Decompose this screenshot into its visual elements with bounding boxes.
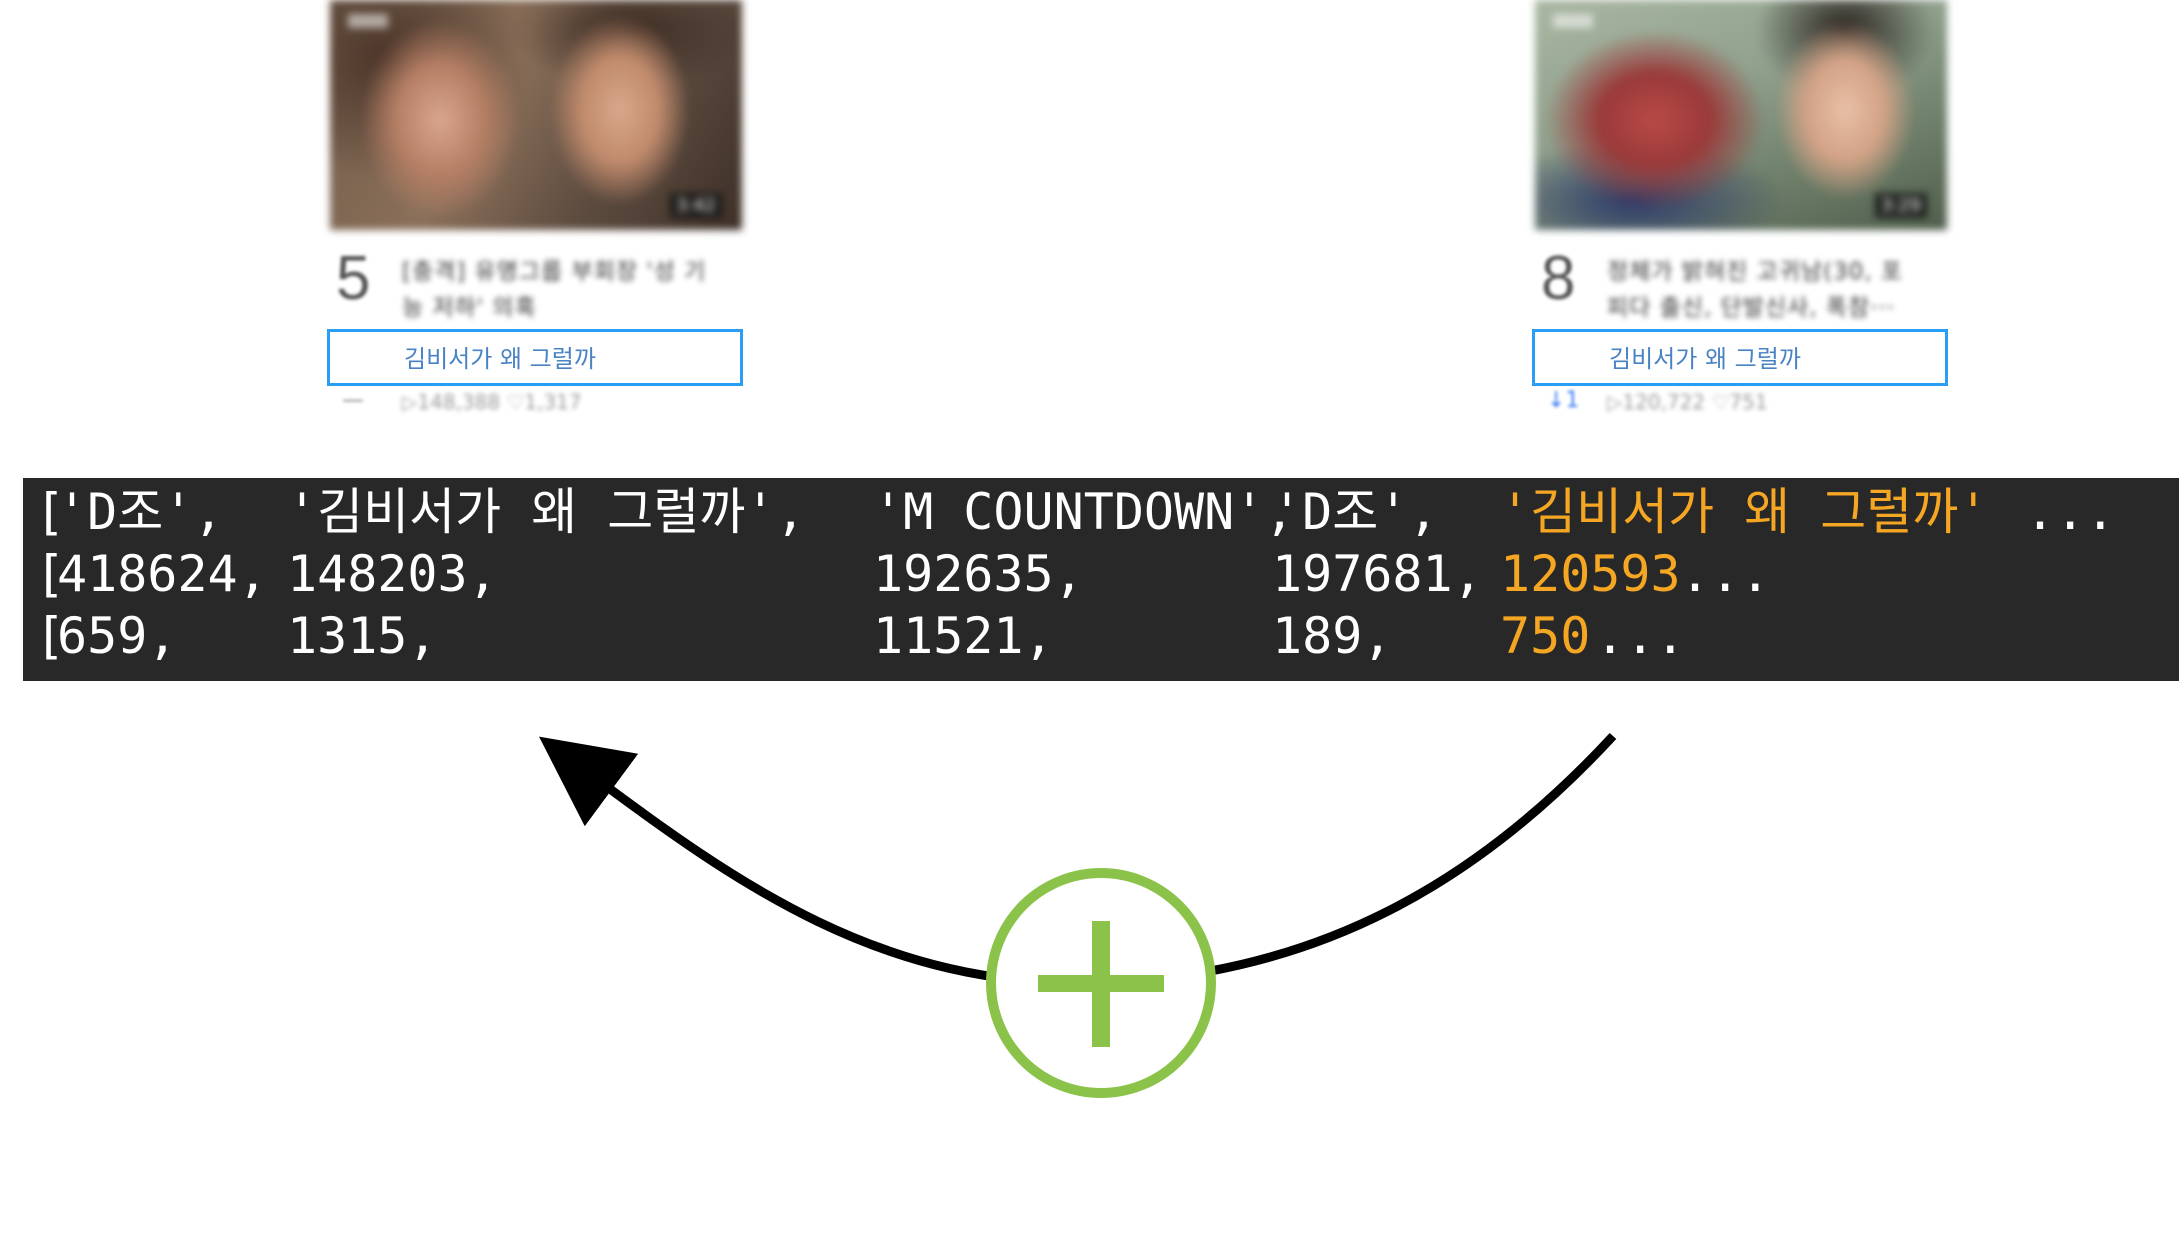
list-open-bracket: [ [35,483,66,541]
list-item: 659, [57,607,178,665]
list-open-bracket: [ [35,607,66,665]
rank-trend: ↓1 [1547,388,1580,413]
views-list-row: [ 418624, 148203, 192635, 197681, 120593… [35,542,1770,606]
list-item-highlighted: 750 [1500,607,1591,665]
channel-logo-icon [348,14,388,28]
plus-circle-icon [986,868,1216,1098]
list-item: 148203, [287,545,498,603]
program-tag[interactable]: 김비서가 왜 그럴까 [1609,345,1801,373]
rank-number: 5 [336,244,371,313]
list-item: 'D조', [1272,483,1439,541]
video-duration: 3:42 [669,193,722,218]
list-item: 418624, [57,545,268,603]
list-item: 1315, [287,607,438,665]
video-title[interactable]: [충격] 유명그룹 부회장 '성 기능 저하' 의혹 [402,259,707,321]
list-item: 11521, [873,607,1054,665]
list-ellipsis: ... [1680,545,1771,603]
data-lists-banner: [ 'D조', '김비서가 왜 그럴까', 'M COUNTDOWN', 'D조… [23,478,2179,681]
channel-logo-icon [1553,14,1593,28]
rank-number: 8 [1541,244,1576,313]
list-item: 189, [1272,607,1393,665]
program-tag[interactable]: 김비서가 왜 그럴까 [404,345,596,373]
video-title[interactable]: 정체가 밝혀진 고귀남(30, 포 피다 출신, 단발신사, 폭참··· [1607,259,1904,321]
rank-trend: — [342,388,364,413]
list-item: 192635, [873,545,1084,603]
list-item: 'M COUNTDOWN', [873,483,1295,541]
video-card-left[interactable]: 3:42 5 [충격] 유명그룹 부회장 '성 기능 저하' 의혹 김비서가 왜… [327,0,748,420]
video-stats: ▷148,388 ♡1,317 [402,390,582,414]
list-open-bracket: [ [35,545,66,603]
list-item-highlighted: '김비서가 왜 그럴까' [1500,483,1989,541]
list-ellipsis: ... [2025,483,2116,541]
likes-list-row: [ 659, 1315, 11521, 189, 750 ... [35,604,1685,668]
video-card-right[interactable]: 3:29 8 정체가 밝혀진 고귀남(30, 포 피다 출신, 단발신사, 폭참… [1532,0,1953,420]
tag-highlight-box[interactable]: 김비서가 왜 그럴까 [1532,329,1948,386]
list-item-highlighted: 120593 [1500,545,1681,603]
list-item: 197681, [1272,545,1483,603]
tag-list-row: [ 'D조', '김비서가 왜 그럴까', 'M COUNTDOWN', 'D조… [35,480,2115,544]
list-item: '김비서가 왜 그럴까', [287,483,806,541]
video-thumbnail[interactable]: 3:29 [1535,0,1947,230]
video-thumbnail[interactable]: 3:42 [330,0,742,230]
list-ellipsis: ... [1595,607,1686,665]
video-duration: 3:29 [1874,193,1927,218]
tag-highlight-box[interactable]: 김비서가 왜 그럴까 [327,329,743,386]
list-item: 'D조', [57,483,224,541]
video-stats: ▷120,722 ♡751 [1607,390,1768,414]
